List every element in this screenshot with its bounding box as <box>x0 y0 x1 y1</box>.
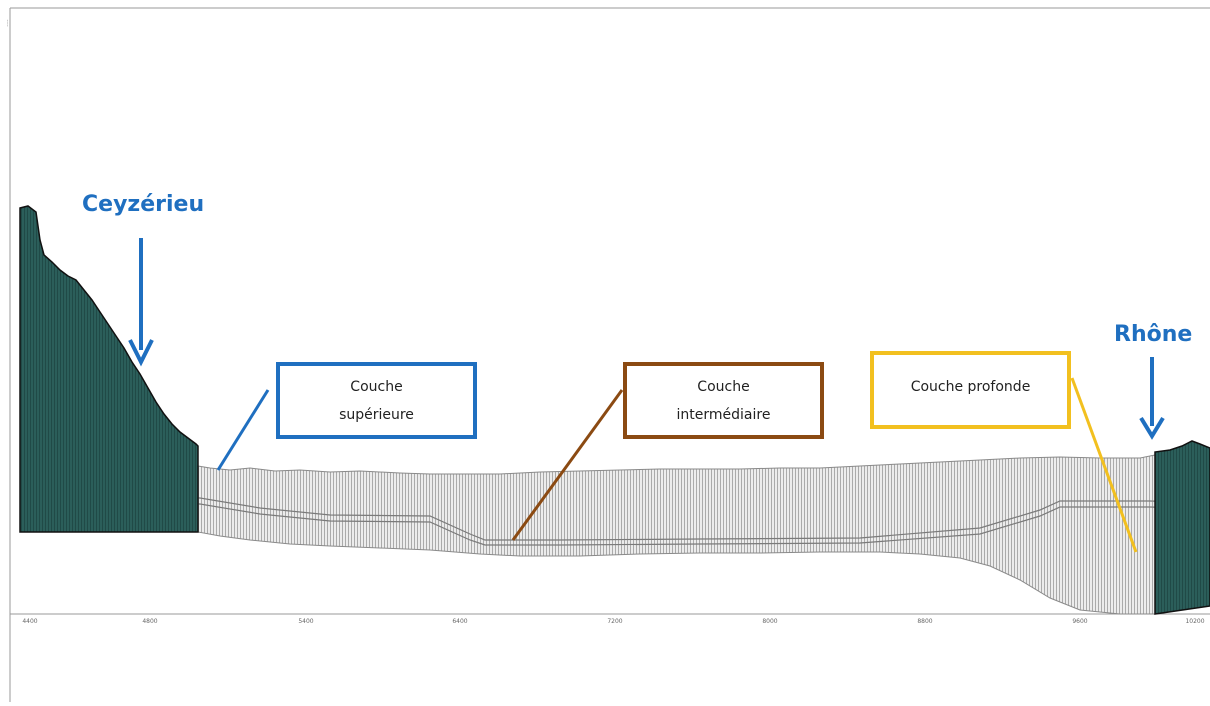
leader-intermediaire <box>511 389 624 541</box>
x-tick-label: 9600 <box>1072 618 1088 625</box>
x-tick-label: 8800 <box>917 618 933 625</box>
leader-profonde <box>1070 377 1138 553</box>
layer-boundary-lower <box>19 502 1210 546</box>
box-profonde-line1: Couche profonde <box>910 379 1031 395</box>
arrow-rhone-head <box>1139 416 1165 440</box>
x-tick-label: 6400 <box>452 618 468 625</box>
x-tick-label: 5400 <box>298 618 314 625</box>
label-rhone: Rhône <box>1114 322 1193 347</box>
box-intermediaire-line2: intermédiaire <box>676 406 771 423</box>
box-intermediaire-line1: Couche <box>697 378 750 395</box>
box-superieure-line1: Couche <box>350 378 403 395</box>
box-couche-superieure: Couche supérieure <box>276 362 477 439</box>
arrow-ceyzerieu-head <box>128 339 154 367</box>
box-couche-profonde: Couche profonde <box>870 351 1071 429</box>
bedrock-right <box>1154 440 1210 615</box>
x-tick-label: 10200 <box>1185 618 1205 625</box>
x-tick-label: 7200 <box>607 618 623 625</box>
x-tick-label: 8000 <box>762 618 778 625</box>
layer-boundary-upper <box>19 496 1210 541</box>
box-couche-intermediaire: Couche intermédiaire <box>623 362 824 439</box>
leader-superieure <box>216 389 270 471</box>
x-tick-label: 4400 <box>22 618 38 625</box>
aquifer-body <box>197 454 1156 615</box>
label-ceyzerieu: Ceyzérieu <box>82 192 205 217</box>
bedrock-left <box>19 205 199 533</box>
x-tick-label: 4800 <box>142 618 158 625</box>
y-tick: ---- <box>4 19 11 27</box>
box-superieure-line2: supérieure <box>339 406 414 423</box>
